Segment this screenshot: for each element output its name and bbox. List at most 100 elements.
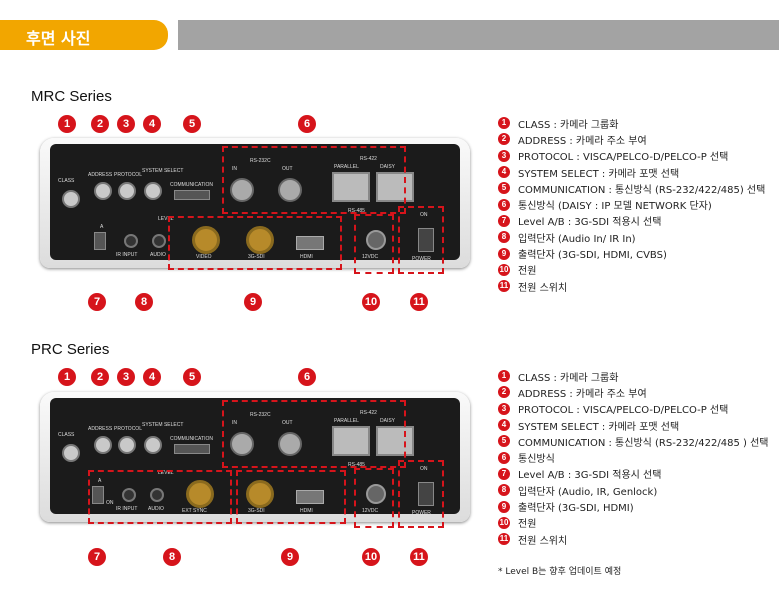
mrc-label-communication: COMMUNICATION — [170, 182, 213, 188]
prc-label-rs232: RS-232C — [250, 412, 271, 418]
legend-text: Level A/B : 3G-SDI 적용시 선택 — [518, 217, 662, 229]
prc-callout-2: 2 — [91, 368, 109, 386]
mrc-video-bnc — [192, 226, 220, 254]
mrc-callout-6: 6 — [298, 115, 316, 133]
prc-label-class: CLASS — [58, 432, 75, 438]
mrc-power-switch — [418, 228, 434, 252]
legend-number-badge: 1 — [498, 370, 510, 383]
legend-text: 입력단자 (Audio In/ IR In) — [518, 233, 636, 245]
prc-label-on-dip: ON — [106, 500, 114, 506]
mrc-legend-item: 11 전원 스위치 — [498, 278, 765, 294]
legend-text: 통신방식 — [518, 454, 555, 466]
mrc-label-ir-input: IR INPUT — [116, 252, 138, 258]
mrc-legend-item: 6 통신방식 (DAISY : IP 모델 NETWORK 단자) — [498, 196, 765, 212]
legend-number-badge: 11 — [498, 280, 510, 293]
mrc-label-audio: AUDIO — [150, 252, 166, 258]
prc-label-system-select: SYSTEM SELECT — [142, 422, 184, 428]
mrc-legend-item: 5 COMMUNICATION : 통신방식 (RS-232/422/485) 선… — [498, 180, 765, 196]
legend-number-badge: 10 — [498, 516, 510, 529]
legend-text: 전원 스위치 — [518, 535, 568, 547]
legend-text: CLASS : 카메라 그룹화 — [518, 119, 619, 131]
mrc-callout-11: 11 — [410, 293, 428, 311]
legend-number-badge: 8 — [498, 484, 510, 497]
mrc-label-rs485: RS-485 — [348, 208, 365, 214]
mrc-label-video: VIDEO — [196, 254, 212, 260]
section-header-bar — [178, 20, 779, 50]
mrc-ir-input-jack — [124, 234, 138, 248]
prc-label-ext-sync: EXT SYNC — [182, 508, 207, 514]
legend-text: COMMUNICATION : 통신방식 (RS-232/422/485) 선택 — [518, 184, 766, 196]
legend-number-badge: 3 — [498, 402, 510, 415]
mrc-rs232-out-port — [278, 178, 302, 202]
prc-callout-10: 10 — [362, 548, 380, 566]
prc-device-panel: CLASS ADDRESS PROTOCOL SYSTEM SELECT COM… — [40, 392, 470, 522]
legend-number-badge: 4 — [498, 166, 510, 179]
legend-text: SYSTEM SELECT : 카메라 포맷 선택 — [518, 168, 680, 180]
mrc-label-a: A — [100, 224, 104, 230]
legend-text: 출력단자 (3G-SDI, HDMI) — [518, 503, 634, 515]
prc-label-communication: COMMUNICATION — [170, 436, 213, 442]
prc-parallel-port — [332, 426, 370, 456]
mrc-label-parallel: PARALLEL — [334, 164, 359, 170]
prc-label-vdc: 12VDC — [362, 508, 379, 514]
mrc-label-power: POWER — [412, 256, 431, 262]
legend-number-badge: 5 — [498, 435, 510, 448]
prc-callout-5: 5 — [183, 368, 201, 386]
legend-number-badge: 9 — [498, 247, 510, 260]
prc-communication-dip — [174, 444, 210, 454]
prc-label-daisy: DAISY — [380, 418, 396, 424]
mrc-legend-item: 4 SYSTEM SELECT : 카메라 포맷 선택 — [498, 164, 765, 180]
prc-label-protocol: PROTOCOL — [114, 426, 142, 432]
mrc-rs232-in-port — [230, 178, 254, 202]
prc-label-rs422: RS-422 — [360, 410, 377, 416]
prc-callout-8: 8 — [163, 548, 181, 566]
mrc-callout-1: 1 — [58, 115, 76, 133]
mrc-callout-8: 8 — [135, 293, 153, 311]
prc-legend-item: 3 PROTOCOL : VISCA/PELCO-D/PELCO-P 선택 — [498, 401, 768, 417]
legend-number-badge: 3 — [498, 149, 510, 162]
mrc-sdi-bnc — [246, 226, 274, 254]
legend-text: 통신방식 (DAISY : IP 모델 NETWORK 단자) — [518, 201, 712, 213]
prc-hdmi-port — [296, 490, 324, 504]
legend-number-badge: 4 — [498, 419, 510, 432]
legend-number-badge: 5 — [498, 182, 510, 195]
legend-number-badge: 2 — [498, 133, 510, 146]
legend-text: Level A/B : 3G-SDI 적용시 선택 — [518, 470, 662, 482]
prc-label-audio: AUDIO — [148, 506, 164, 512]
prc-highlight-comm — [222, 400, 406, 468]
mrc-label-daisy: DAISY — [380, 164, 396, 170]
prc-callout-11: 11 — [410, 548, 428, 566]
legend-number-badge: 6 — [498, 198, 510, 211]
legend-number-badge: 11 — [498, 533, 510, 546]
mrc-label-vdc: 12VDC — [362, 254, 379, 260]
prc-protocol-dial — [118, 436, 136, 454]
mrc-label-in: IN — [232, 166, 237, 172]
legend-text: 전원 — [518, 266, 537, 278]
mrc-system-select-dial — [144, 182, 162, 200]
prc-label-level: LEVEL — [158, 470, 174, 476]
prc-legend-item: 1 CLASS : 카메라 그룹화 — [498, 368, 768, 384]
mrc-label-out: OUT — [282, 166, 293, 172]
mrc-protocol-dial — [118, 182, 136, 200]
mrc-label-rs422: RS-422 — [360, 156, 377, 162]
legend-text: CLASS : 카메라 그룹화 — [518, 372, 619, 384]
mrc-level-switch — [94, 232, 106, 250]
prc-label-parallel: PARALLEL — [334, 418, 359, 424]
prc-ext-sync-bnc — [186, 480, 214, 508]
prc-system-select-dial — [144, 436, 162, 454]
section-header-title: 후면 사진 — [26, 29, 91, 48]
legend-text: 전원 스위치 — [518, 282, 568, 294]
legend-number-badge: 2 — [498, 386, 510, 399]
mrc-device-panel: CLASS ADDRESS PROTOCOL SYSTEM SELECT COM… — [40, 138, 470, 268]
legend-text: PROTOCOL : VISCA/PELCO-D/PELCO-P 선택 — [518, 405, 729, 417]
prc-label-power: POWER — [412, 510, 431, 516]
